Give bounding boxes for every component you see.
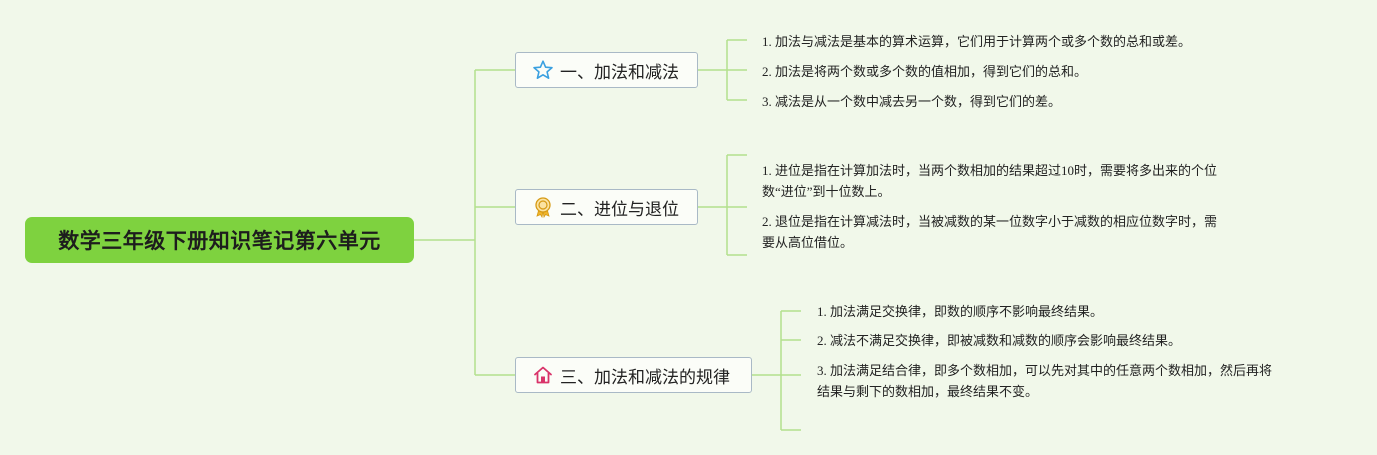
branch-title: 一、加法和减法 [560, 62, 679, 83]
award-ribbon-icon [532, 196, 554, 218]
leaf-text: 1. 进位是指在计算加法时，当两个数相加的结果超过10时，需要将多出来的个位 [762, 163, 1218, 178]
leaf-text: 要从高位借位。 [762, 235, 854, 250]
branch-title: 二、进位与退位 [560, 199, 679, 220]
leaf-text: 3. 加法满足结合律，即多个数相加，可以先对其中的任意两个数相加，然后再将 [817, 363, 1273, 378]
root-node[interactable]: 数学三年级下册知识笔记第六单元 [25, 217, 414, 263]
leaf-text: 1. 加法与减法是基本的算术运算，它们用于计算两个或多个数的总和或差。 [762, 34, 1192, 49]
leaf-text: 2. 减法不满足交换律，即被减数和减数的顺序会影响最终结果。 [817, 333, 1182, 348]
branch-node-carry-borrow[interactable]: 二、进位与退位 [515, 189, 698, 225]
root-title: 数学三年级下册知识笔记第六单元 [58, 229, 381, 253]
star-icon [532, 59, 554, 81]
leaf-text: 1. 加法满足交换律，即数的顺序不影响最终结果。 [817, 304, 1104, 319]
house-icon [532, 364, 554, 386]
leaf-text: 3. 减法是从一个数中减去另一个数，得到它们的差。 [762, 94, 1062, 109]
branch-node-addition-subtraction[interactable]: 一、加法和减法 [515, 52, 698, 88]
branch-node-rules[interactable]: 三、加法和减法的规律 [515, 357, 752, 393]
leaf-text: 2. 退位是指在计算减法时，当被减数的某一位数字小于减数的相应位数字时，需 [762, 214, 1218, 229]
branch-title: 三、加法和减法的规律 [560, 367, 730, 388]
leaf-text: 结果与剩下的数相加，最终结果不变。 [817, 384, 1039, 399]
leaf-text: 2. 加法是将两个数或多个数的值相加，得到它们的总和。 [762, 64, 1088, 79]
leaf-text: 数“进位”到十位数上。 [762, 184, 891, 199]
